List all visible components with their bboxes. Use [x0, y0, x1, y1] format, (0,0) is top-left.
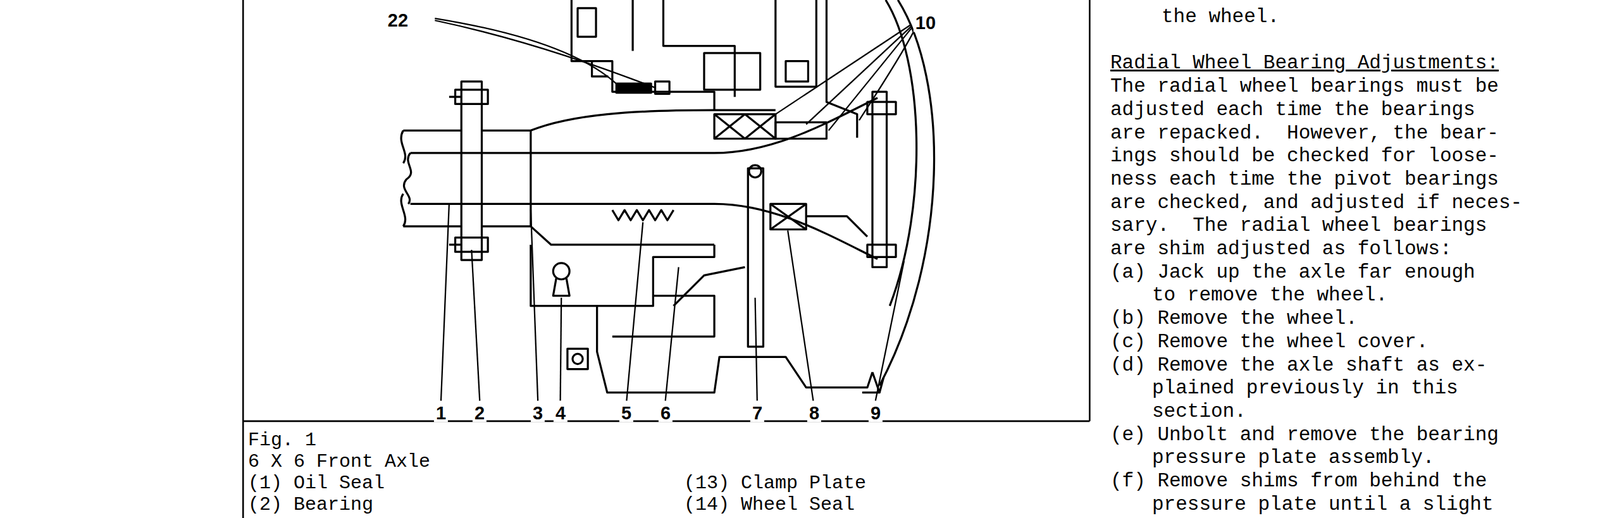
- drawing-line: [440, 203, 450, 401]
- drawing-line: [826, 0, 857, 138]
- body-text-line: The radial wheel bearings must be: [1110, 75, 1499, 99]
- body-text-line: (c) Remove the wheel cover.: [1110, 330, 1428, 354]
- callout-number: 10: [913, 13, 938, 33]
- body-text-line: (b) Remove the wheel.: [1110, 307, 1358, 331]
- body-text-line: the wheel.: [1161, 5, 1280, 29]
- body-text-line: ings should be checked for loose-: [1110, 144, 1499, 168]
- drawing-line: [755, 297, 758, 402]
- drawing-line: [875, 261, 905, 402]
- body-text-line: adjusted each time the bearings: [1110, 98, 1476, 122]
- drawing-line: [867, 244, 896, 257]
- drawing-line: [1088, 0, 1091, 422]
- drawing-line: [704, 53, 761, 90]
- callout-number: 8: [807, 404, 822, 423]
- parts-list-item: (1) Oil Seal: [248, 472, 385, 495]
- callout-number: 7: [750, 404, 765, 423]
- drawing-line: [434, 20, 655, 88]
- callout-number: 22: [385, 11, 410, 30]
- drawing-line: [530, 244, 873, 393]
- body-text-line: are repacked. However, the bear-: [1110, 122, 1499, 145]
- drawing-line: [775, 122, 827, 139]
- drawing-line: [665, 266, 679, 401]
- drawing-line: [612, 210, 674, 221]
- drawing-line: [632, 0, 735, 97]
- drawing-line: [806, 26, 912, 125]
- drawing-line: [461, 81, 482, 261]
- callout-number: 4: [553, 404, 568, 423]
- drawing-line: [449, 96, 462, 245]
- callout-number: 5: [619, 404, 634, 423]
- body-text-line: section.: [1152, 400, 1247, 424]
- body-text-line: are checked, and adjusted if neces-: [1110, 191, 1523, 215]
- callout-number: 3: [530, 404, 545, 423]
- axle-drawing: [401, 0, 934, 393]
- drawing-line: [806, 216, 868, 237]
- drawing-line: [410, 98, 878, 154]
- parts-list-item: (14) Wheel Seal: [683, 494, 855, 516]
- figure-caption: Fig. 1: [248, 429, 317, 452]
- drawing-line: [787, 230, 813, 401]
- body-text-line: pressure plate assembly.: [1152, 446, 1435, 470]
- parts-list-item: (2) Bearing: [248, 494, 374, 516]
- drawing-line: [872, 91, 887, 267]
- drawing-line: [867, 101, 896, 114]
- drawing-line: [673, 266, 746, 306]
- drawing-line: [242, 0, 245, 518]
- drawing-line: [552, 278, 570, 296]
- drawing-line: [749, 165, 762, 178]
- body-text-line: ness each time the pivot bearings: [1110, 168, 1499, 192]
- drawing-line: [572, 353, 583, 364]
- drawing-line: [770, 203, 807, 230]
- drawing-line: [560, 297, 562, 402]
- body-text-line: plained previously in this: [1152, 377, 1459, 400]
- body-text-line: pressure plate until a slight: [1152, 493, 1494, 517]
- body-text-line: (f) Remove shims from behind the: [1110, 470, 1487, 493]
- drawing-line: [571, 0, 715, 111]
- callout-number: 2: [472, 404, 487, 423]
- drawing-line: [859, 30, 915, 121]
- drawing-line: [552, 263, 570, 280]
- leader-lines: [434, 18, 915, 402]
- parts-list-item: (13) Clamp Plate: [683, 472, 867, 495]
- drawing-line: [401, 130, 406, 227]
- drawing-line: [775, 0, 817, 87]
- drawing-line: [403, 130, 462, 227]
- body-text-line: (e) Unbolt and remove the bearing: [1110, 423, 1499, 447]
- body-text-line: to remove the wheel.: [1152, 284, 1388, 307]
- drawing-line: [471, 249, 480, 402]
- body-text-line: sary. The radial wheel bearings: [1110, 214, 1487, 238]
- drawing-line: [410, 203, 878, 259]
- body-text-line: (a) Jack up the axle far enough: [1110, 261, 1476, 285]
- drawing-line: [616, 83, 652, 94]
- section-heading: Radial Wheel Bearing Adjustments:: [1110, 51, 1499, 75]
- drawing-line: [714, 114, 776, 140]
- drawing-line: [714, 114, 776, 140]
- drawing-line: [862, 372, 880, 393]
- body-text-line: (d) Remove the axle shaft as ex-: [1110, 354, 1487, 378]
- drawing-line: [828, 28, 912, 131]
- drawing-line: [626, 222, 643, 401]
- figure-caption: 6 X 6 Front Axle: [248, 451, 431, 473]
- drawing-line: [785, 61, 808, 82]
- drawing-line: [481, 226, 715, 245]
- drawing-line: [567, 348, 588, 369]
- drawing-line: [434, 18, 619, 86]
- drawing-line: [577, 8, 596, 37]
- callout-number: 6: [658, 404, 673, 423]
- figure-frame: [242, 0, 1090, 518]
- drawing-line: [530, 209, 538, 402]
- body-text-line: are shim adjusted as follows:: [1110, 237, 1452, 261]
- drawing-line: [655, 81, 670, 94]
- callout-number: 1: [434, 404, 448, 423]
- callout-number: 9: [868, 404, 883, 423]
- drawing-line: [770, 203, 807, 230]
- drawing-line: [612, 296, 715, 337]
